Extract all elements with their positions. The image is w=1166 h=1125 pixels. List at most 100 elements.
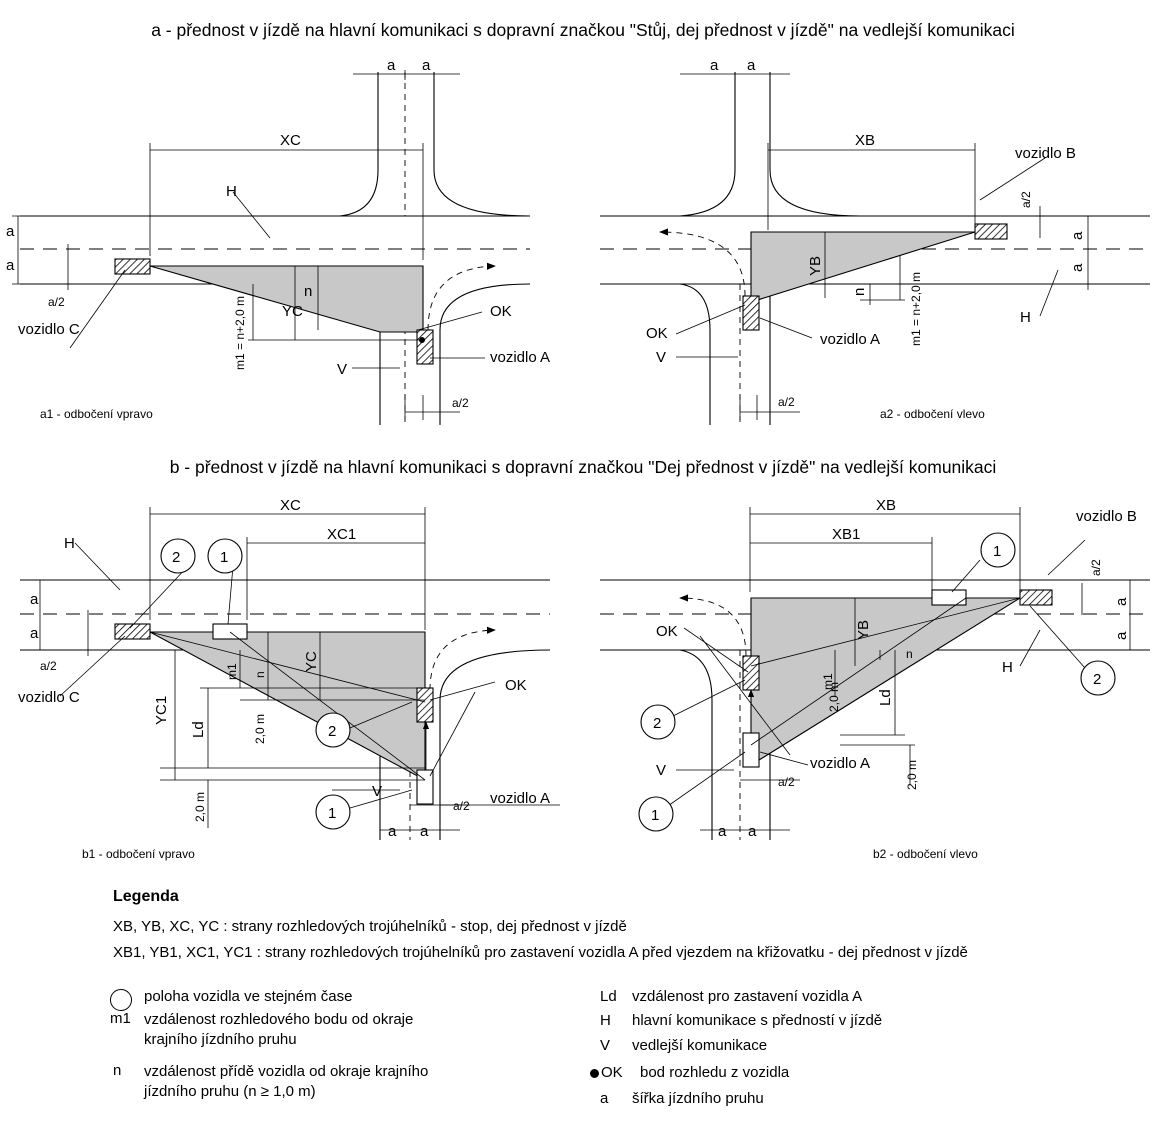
label-n: n <box>253 671 267 678</box>
label-n: n <box>906 647 913 661</box>
label-a: a <box>387 57 396 74</box>
label-a-half: a/2 <box>778 775 795 789</box>
label-vozidlo-a: vozidlo A <box>490 790 550 807</box>
label-vozidlo-a: vozidlo A <box>820 331 880 348</box>
vehicle-a-position-1 <box>742 732 760 768</box>
label-yc1: YC1 <box>153 696 170 725</box>
label-ok: OK <box>656 623 678 640</box>
label-a-half: a/2 <box>778 395 795 409</box>
label-a: a <box>30 625 39 642</box>
vehicle-b-position-1 <box>931 589 967 606</box>
label-2: 2 <box>653 715 661 732</box>
label-two-m: 2,0 m <box>827 682 841 712</box>
label-a-half: a/2 <box>453 799 470 813</box>
legend-title: Legenda <box>113 888 179 905</box>
label-xb1: XB1 <box>832 526 860 543</box>
marker-2 <box>1080 660 1116 696</box>
label-2: 2 <box>172 549 180 566</box>
heading-section-a: a - přednost v jízdě na hlavní komunikac… <box>151 20 1015 40</box>
vehicle-b <box>974 223 1008 240</box>
marker-2 <box>160 538 196 574</box>
label-h: H <box>1002 659 1013 676</box>
legend-v-key: V <box>600 1037 611 1054</box>
marker-1 <box>638 796 674 832</box>
label-n: n <box>304 283 312 300</box>
label-v: V <box>372 783 382 800</box>
label-a: a <box>1069 231 1086 240</box>
legend-line-1: XB, YB, XC, YC : strany rozhledových tro… <box>113 918 627 935</box>
label-a-half: a/2 <box>1089 559 1103 576</box>
diagram-a1: XC H a a a a a/2 vozidlo C YC n m1 = n+2… <box>6 57 550 425</box>
label-vozidlo-a: vozidlo A <box>810 755 870 772</box>
sight-triangle-a1 <box>149 265 424 333</box>
label-ld: Ld <box>877 689 894 706</box>
caption-b2: b2 - odbočení vlevo <box>873 847 978 861</box>
vehicle-b <box>1019 589 1053 606</box>
diagram-b2: 1 2 2 1 XB XB1 vozidlo B a/2 a a H OK YB… <box>600 497 1150 861</box>
label-vozidlo-b: vozidlo B <box>1076 508 1137 525</box>
label-two-m: 2,0 m <box>193 792 207 822</box>
label-1: 1 <box>328 805 336 822</box>
label-v: V <box>656 349 666 366</box>
label-yb: YB <box>855 620 872 640</box>
vehicle-a <box>742 295 760 331</box>
label-a: a <box>1069 263 1086 272</box>
legend-ld-desc: vzdálenost pro zastavení vozidla A <box>632 988 863 1005</box>
label-ok: OK <box>490 303 512 320</box>
legend-h-key: H <box>600 1012 611 1029</box>
label-a: a <box>422 57 431 74</box>
legend-n-desc: vzdálenost přídě vozidla od okraje krajn… <box>144 1063 429 1100</box>
legend-m1-key: m1 <box>110 1010 131 1027</box>
label-yc: YC <box>303 651 320 672</box>
label-m1-formula: m1 = n+2,0 m <box>233 296 247 370</box>
legend-v-desc: vedlejší komunikace <box>632 1037 768 1054</box>
legend-ok-key-text: OK <box>601 1064 623 1081</box>
vehicle-a-position-1 <box>416 769 434 805</box>
label-a: a <box>710 57 719 74</box>
label-m1: m1 <box>225 663 239 680</box>
vehicle-a <box>742 655 760 691</box>
legend-ok-desc: bod rozhledu z vozidla <box>640 1064 790 1081</box>
label-a: a <box>6 223 15 240</box>
vehicle-c-position-1 <box>212 623 248 640</box>
label-n: n <box>851 288 868 296</box>
label-a: a <box>1113 631 1130 640</box>
label-2: 2 <box>1093 671 1101 688</box>
label-yb: YB <box>807 256 824 276</box>
circle-icon <box>110 989 132 1011</box>
label-vozidlo-c: vozidlo C <box>18 689 80 706</box>
label-a: a <box>718 823 727 840</box>
label-two-m: 2,0 m <box>905 760 919 790</box>
label-vozidlo-c: vozidlo C <box>18 321 80 338</box>
sight-triangle-b1 <box>149 631 426 781</box>
label-xc1: XC1 <box>327 526 356 543</box>
legend-a-key: a <box>600 1090 609 1107</box>
marker-1 <box>315 794 351 830</box>
vehicle-a <box>416 687 434 723</box>
label-xc: XC <box>280 132 301 149</box>
legend-a-desc: šířka jízdního pruhu <box>632 1090 764 1107</box>
label-h: H <box>226 183 237 200</box>
legend-h-desc: hlavní komunikace s předností v jízdě <box>632 1012 883 1029</box>
label-a: a <box>1113 597 1130 606</box>
label-ld: Ld <box>190 721 207 738</box>
diagram-b1: 2 1 2 1 XC XC1 H a a a/2 vozidlo C YC1 L… <box>18 497 560 861</box>
intersection-diagrams: XC H a a a a a/2 vozidlo C YC n m1 = n+2… <box>6 57 1150 861</box>
label-m1: m1 <box>821 673 835 690</box>
label-2: 2 <box>328 723 336 740</box>
marker-2 <box>315 712 351 748</box>
diagram-a2: XB a a vozidlo B a/2 a a H YB n m1 = n+2… <box>600 57 1150 425</box>
label-a-half: a/2 <box>452 396 469 410</box>
label-h: H <box>64 535 75 552</box>
label-1: 1 <box>993 543 1001 560</box>
label-two-m: 2,0 m <box>253 714 267 744</box>
caption-a2: a2 - odbočení vlevo <box>880 407 985 421</box>
label-1: 1 <box>651 807 659 824</box>
legend-ok-key: OK <box>590 1064 623 1081</box>
legend-m1-desc: vzdálenost rozhledového bodu od okraje k… <box>144 1011 414 1048</box>
caption-a1: a1 - odbočení vpravo <box>40 407 153 421</box>
legend-n-key: n <box>113 1062 122 1079</box>
caption-b1: b1 - odbočení vpravo <box>82 847 195 861</box>
label-vozidlo-a: vozidlo A <box>490 349 550 366</box>
sight-triangle-a2 <box>750 231 976 303</box>
